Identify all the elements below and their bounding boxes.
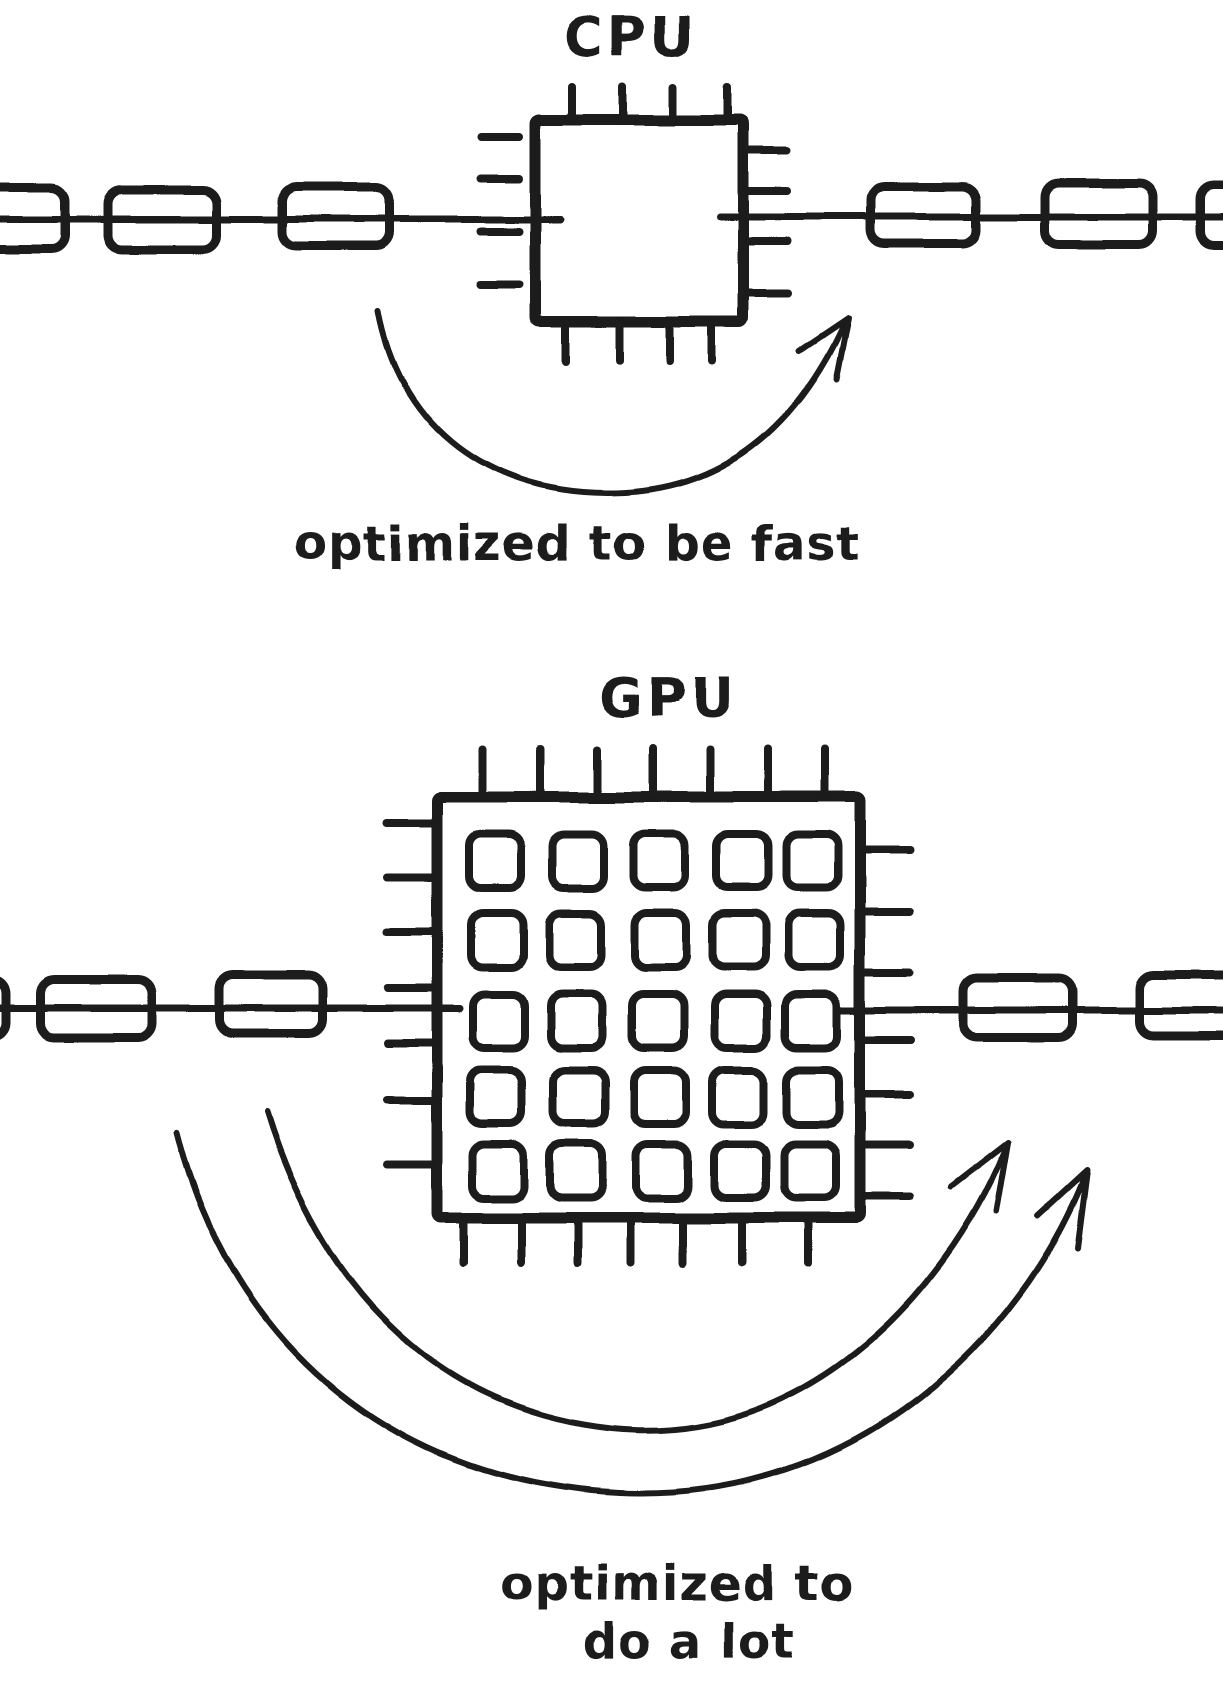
gpu-arrowhead-2-icon (1035, 1167, 1091, 1251)
cpu-caption: optimized to be fast (294, 516, 860, 572)
gpu-core-cell (545, 909, 605, 971)
gpu-core-cell (469, 990, 529, 1052)
gpu-core-cell (549, 1066, 609, 1128)
task-box (1040, 178, 1158, 250)
gpu-core-cell (546, 1140, 606, 1202)
task-box (277, 182, 395, 251)
gpu-core-cell (708, 1066, 768, 1128)
gpu-core-cell (711, 990, 771, 1052)
cpu-section: CPU optimized to be fast (0, 6, 1223, 572)
task-box (958, 973, 1078, 1042)
gpu-caption-line1: optimized to (501, 1556, 854, 1612)
task-box (102, 185, 222, 254)
gpu-core-cell (709, 909, 769, 971)
gpu-core-cell (467, 909, 527, 971)
cpu-label: CPU (563, 6, 698, 69)
task-box (865, 182, 982, 249)
gpu-core-cell (784, 909, 844, 971)
gpu-core-cell (548, 830, 608, 892)
gpu-label: GPU (598, 666, 738, 729)
gpu-core-cell (466, 1066, 526, 1128)
cpu-task-queue (0, 178, 1223, 254)
task-box (0, 977, 11, 1040)
gpu-core-cell (547, 990, 607, 1052)
cpu-arrowhead-icon (796, 315, 851, 382)
gpu-section: GPU optimized to do a lot (0, 666, 1223, 1670)
task-box (215, 970, 328, 1038)
gpu-core-cell (631, 909, 691, 971)
gpu-caption-line2: do a lot (582, 1614, 796, 1670)
gpu-core-cell (780, 1140, 840, 1202)
gpu-core-cell (712, 830, 772, 892)
task-box (1135, 970, 1223, 1040)
gpu-core-cell (632, 1140, 692, 1202)
task-box (35, 975, 157, 1042)
gpu-core-cell (783, 1066, 843, 1128)
gpu-core-cell (710, 1140, 770, 1202)
gpu-arrowhead-1-icon (948, 1139, 1011, 1215)
task-box (1195, 180, 1223, 250)
cpu-pins (477, 83, 791, 365)
gpu-core-cell (629, 830, 689, 892)
gpu-core-cell (630, 1066, 690, 1128)
gpu-throughput-arrows (174, 1109, 1091, 1497)
gpu-core-cell (781, 990, 841, 1052)
gpu-core-cell (628, 990, 688, 1052)
gpu-core-cell (782, 830, 842, 892)
cpu-chip (529, 114, 749, 328)
gpu-core-grid (465, 830, 844, 1202)
gpu-task-queue (0, 970, 1223, 1042)
task-box (0, 182, 70, 254)
gpu-chip (431, 791, 866, 1224)
gpu-core-cell (468, 1140, 528, 1202)
cpu-speed-arrow (375, 307, 851, 497)
gpu-pins (383, 745, 914, 1267)
gpu-core-cell (465, 830, 525, 892)
